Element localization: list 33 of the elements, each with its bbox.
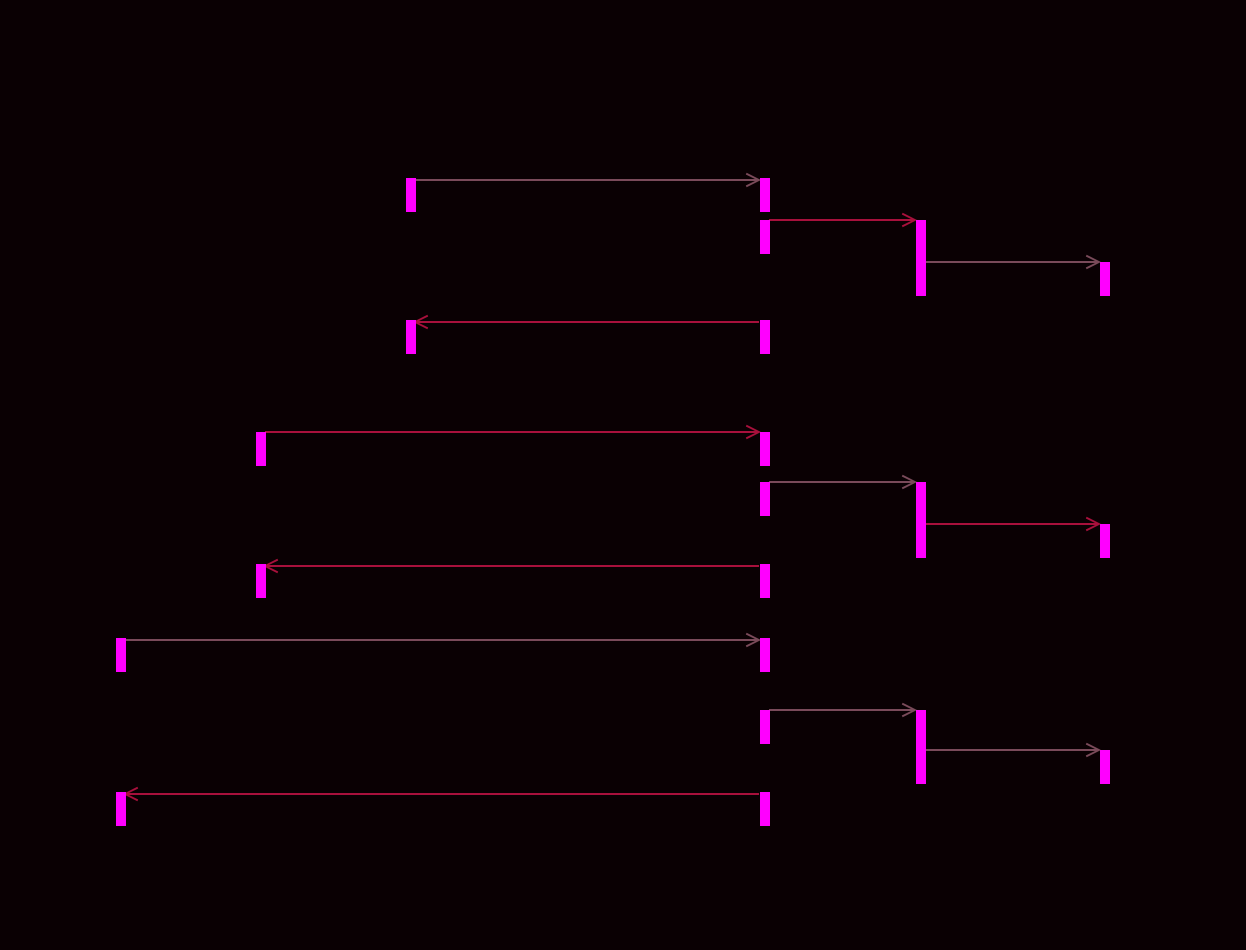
message-arrow [768,212,916,228]
activation-bar [759,638,769,672]
message-arrow [924,254,1100,270]
activation-bar [759,432,769,466]
message-arrow [264,558,760,574]
activation-bar [915,220,925,296]
message-arrow [768,702,916,718]
activation-bar [1099,524,1109,558]
activation-bar [759,792,769,826]
activation-bar [405,320,415,354]
activation-bar [1099,262,1109,296]
activation-bar [255,432,265,466]
activation-bar [1099,750,1109,784]
activation-bar [759,178,769,212]
message-arrow [768,474,916,490]
activation-bar [255,564,265,598]
activation-bar [759,710,769,744]
activation-bar [115,792,125,826]
activation-bar [915,710,925,784]
message-arrow [124,632,760,648]
activation-bar [759,220,769,254]
message-arrow [124,786,760,802]
message-arrow [924,742,1100,758]
message-arrow [414,314,760,330]
message-arrow [924,516,1100,532]
activation-bar [759,482,769,516]
message-arrow [414,172,760,188]
message-arrow [264,424,760,440]
activation-bar [405,178,415,212]
activation-bar [115,638,125,672]
activation-bar [915,482,925,558]
activation-bar [759,320,769,354]
activation-bar [759,564,769,598]
